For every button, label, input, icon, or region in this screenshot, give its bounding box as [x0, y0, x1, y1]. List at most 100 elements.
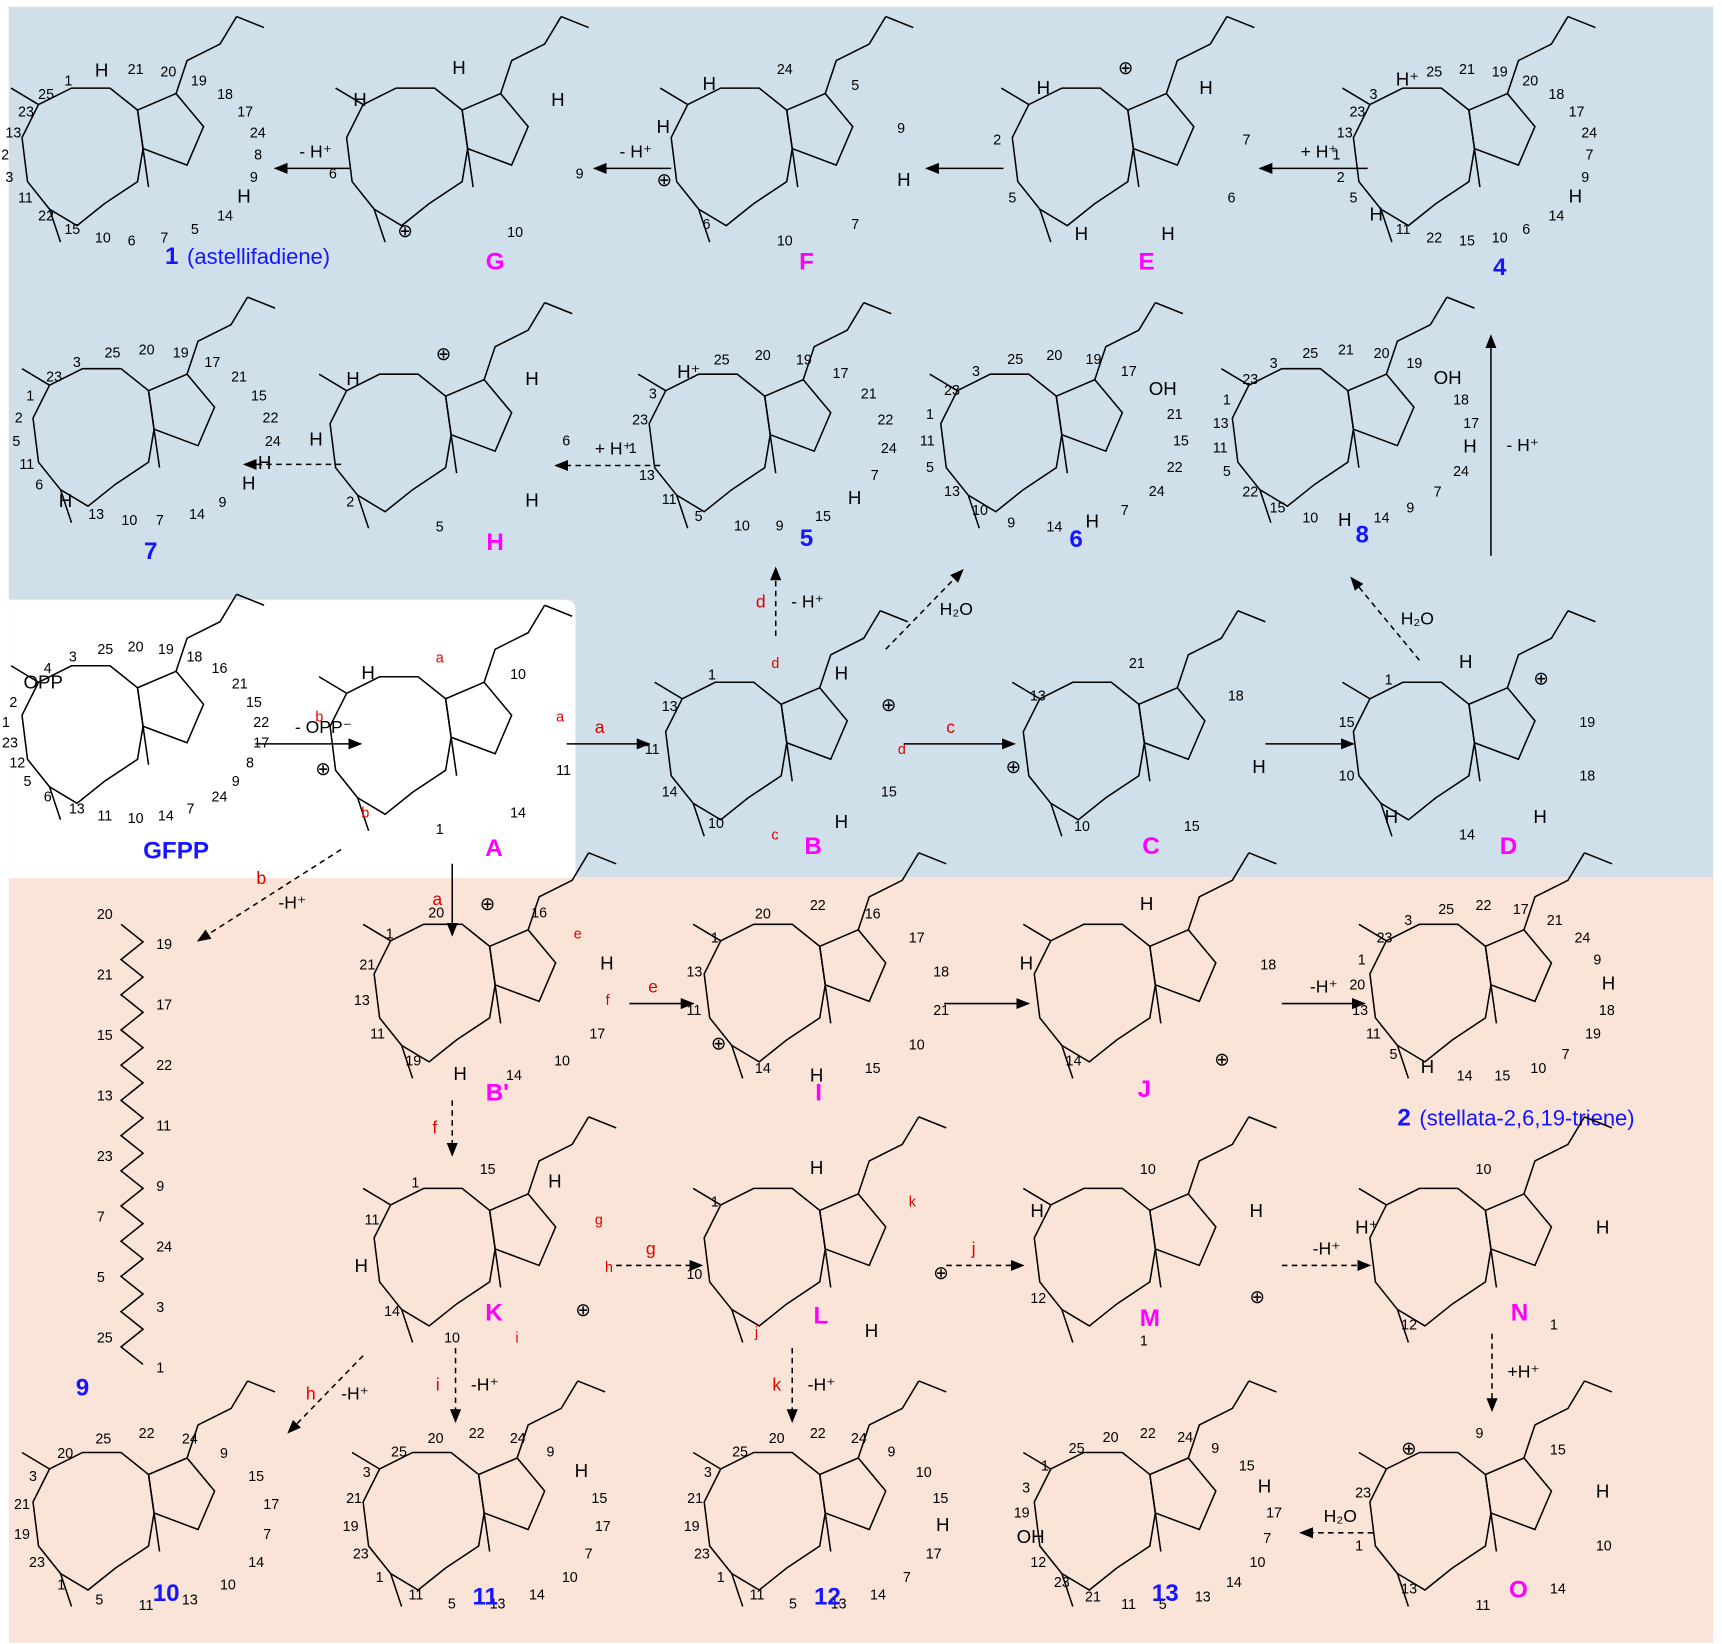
atom-label: 1 — [711, 1194, 719, 1210]
arrow-l-to-m: j — [946, 1238, 1025, 1271]
pathway-letter: i — [436, 1374, 440, 1394]
atom-label: 1 — [386, 926, 394, 942]
atom-label: 16 — [865, 907, 881, 923]
atom-label: 13 — [490, 1597, 506, 1613]
side-chain — [1187, 1380, 1277, 1459]
atom-label: 1 — [1223, 393, 1231, 409]
carbocation-charge: ⊕ — [881, 694, 897, 715]
atom-label: 15 — [1494, 1069, 1510, 1085]
atom-label: H — [848, 487, 862, 508]
atom-label: 17 — [1266, 1506, 1282, 1522]
pathway-letter: g — [595, 1212, 603, 1228]
pathway-letter: h — [605, 1260, 613, 1276]
atom-label: 14 — [1550, 1581, 1566, 1597]
atom-label: 1 — [1385, 672, 1393, 688]
atom-label: 13 — [1195, 1589, 1211, 1605]
atom-label: 20 — [57, 1446, 73, 1462]
methyl-groups — [1358, 1451, 1498, 1607]
atom-label: H⁺ — [677, 361, 700, 382]
atom-label: H — [453, 1063, 467, 1084]
methyl-groups — [1022, 1451, 1162, 1607]
arrow-l-to-12: k-H⁺ — [772, 1347, 835, 1424]
macrocycle-ring — [32, 367, 155, 508]
atom-label: 19 — [1406, 356, 1422, 372]
atom-label: 1 — [26, 389, 34, 405]
macrocycle-ring — [32, 1451, 155, 1591]
atom-label: 5 — [1349, 191, 1357, 207]
atom-label: 10 — [1596, 1539, 1612, 1555]
atom-label: 23 — [944, 383, 960, 399]
atom-label: 1 — [64, 73, 72, 89]
atom-label: 11 — [1396, 222, 1411, 238]
atom-label: 8 — [254, 148, 262, 164]
atom-label: 9 — [1007, 515, 1015, 531]
side-chain — [857, 852, 947, 931]
methyl-groups — [1000, 87, 1140, 243]
atom-label: 6 — [44, 790, 52, 806]
atom-label: 12 — [1401, 1317, 1417, 1333]
pathway-letter: e — [574, 926, 582, 942]
methyl-groups — [1011, 681, 1151, 837]
atom-label: 15 — [97, 1028, 113, 1044]
atom-label: 19 — [158, 642, 174, 658]
atom-label: 14 — [510, 806, 526, 822]
methyl-groups — [692, 1187, 832, 1343]
atom-label: 5 — [851, 78, 859, 94]
atom-label: 24 — [1149, 484, 1165, 500]
atom-label: 18 — [933, 965, 949, 981]
atom-label: 1 — [1041, 1458, 1049, 1474]
atom-label: 9 — [1406, 500, 1414, 516]
atom-label: 9 — [218, 495, 226, 511]
atom-label: 20 — [139, 342, 155, 358]
atom-label: 23 — [1355, 1485, 1371, 1501]
arrow-a-to-b: a — [566, 717, 651, 750]
reaction-arrow — [287, 1355, 364, 1434]
atom-label: 14 — [1457, 1069, 1473, 1085]
atom-label: 25 — [732, 1444, 748, 1460]
atom-label: 11 — [370, 1027, 385, 1043]
atom-label: 17 — [156, 998, 172, 1014]
atom-label: 9 — [220, 1446, 228, 1462]
atom-label: 17 — [1569, 105, 1585, 121]
side-chain — [1506, 15, 1596, 94]
atom-label: 14 — [217, 208, 233, 224]
methyl-groups — [1341, 681, 1481, 837]
atom-label: 16 — [531, 905, 547, 921]
atom-label: 3 — [649, 387, 657, 403]
atom-label: 22 — [263, 411, 279, 427]
atom-label: 2 — [1, 148, 9, 164]
atom-label: 6 — [562, 434, 570, 450]
compound-label: 12 — [814, 1583, 841, 1610]
atom-label: 11 — [1121, 1597, 1136, 1613]
atom-label: 23 — [2, 736, 18, 752]
atom-label: 1 — [708, 667, 716, 683]
reaction-condition: + H⁺ — [1301, 141, 1338, 161]
atom-label: 5 — [12, 434, 20, 450]
atom-label: 24 — [510, 1431, 526, 1447]
fused-ring — [477, 1457, 546, 1531]
atom-label: 11 — [409, 1587, 424, 1603]
atom-label: H — [1370, 203, 1384, 224]
atom-label: 7 — [97, 1209, 105, 1225]
atom-label: 10 — [444, 1330, 460, 1346]
atom-label: H — [810, 1065, 824, 1086]
atom-label: 25 — [1302, 346, 1318, 362]
fused-ring — [488, 928, 557, 1003]
atom-label: 21 — [14, 1497, 30, 1513]
arrow-bp-to-k: f — [432, 1100, 458, 1157]
side-chain — [1523, 1116, 1613, 1195]
pathway-letter: j — [971, 1238, 976, 1258]
atom-label: 21 — [359, 957, 375, 973]
compound-label: A — [485, 835, 502, 862]
atom-label: 24 — [212, 790, 228, 806]
compound-label: 6 — [1069, 526, 1082, 553]
atom-label: H — [354, 1255, 368, 1276]
atom-label: 10 — [1140, 1162, 1156, 1178]
arrow-4-to-e: + H⁺ — [1258, 141, 1368, 174]
arrow-5-to-h: + H⁺ — [554, 438, 661, 472]
